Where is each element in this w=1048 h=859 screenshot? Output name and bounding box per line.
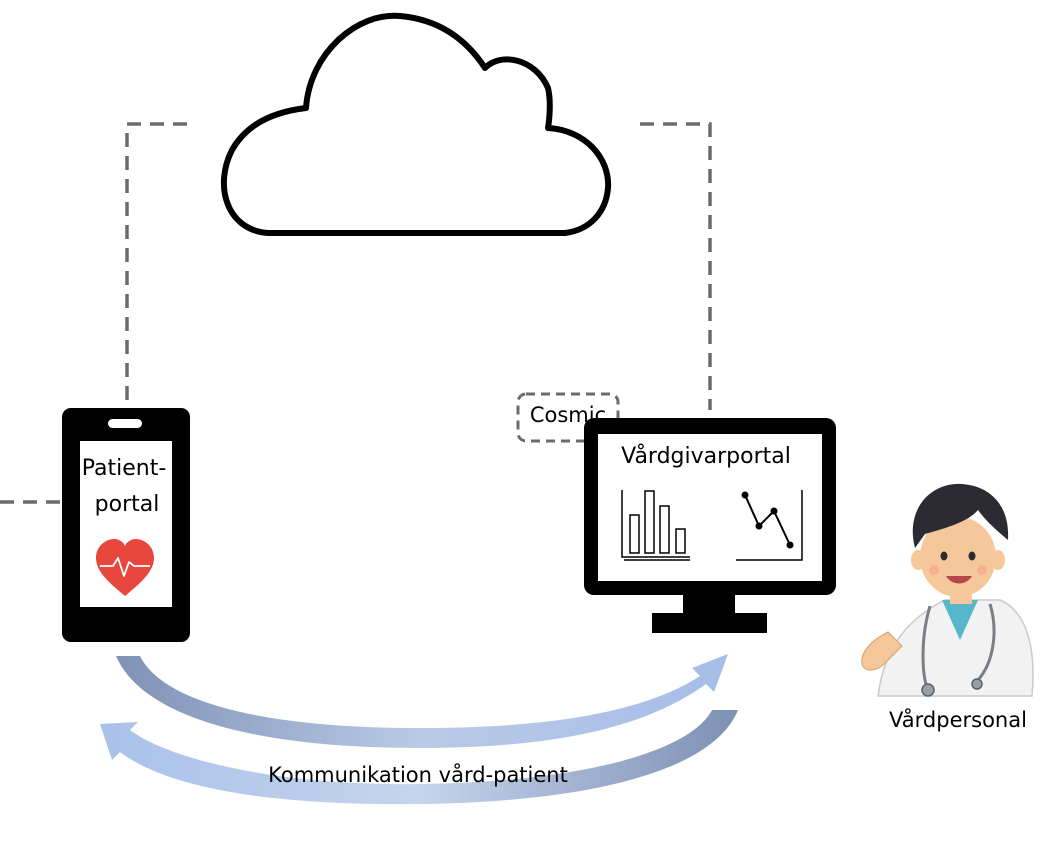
dashed-connectors [0,122,712,504]
dashed-line-left [125,122,196,400]
dashed-line-right [640,122,712,410]
arrow-to-monitor [116,654,728,748]
monitor-label: Vårdgivarportal [621,443,791,469]
heart-pulse-icon [96,539,154,596]
arrow-to-phone [100,710,738,805]
phone-label-line2: portal [95,492,160,517]
communication-arrows: Kommunikation vård-patient [100,654,738,805]
doctor-avatar [861,483,1034,697]
bar-chart-icon [621,490,690,561]
phone-device: Patient- portal [62,408,190,642]
monitor-neck [683,595,735,615]
phone-label-line1: Patient- [82,456,167,481]
doctor-label: Vårdpersonal [889,707,1027,732]
line-chart-icon [736,490,803,561]
phone-speaker [108,419,142,428]
monitor-stand [652,613,767,633]
monitor-device: Vårdgivarportal [584,418,836,633]
communication-label: Kommunikation vård-patient [268,762,568,787]
cloud-icon [221,12,612,236]
